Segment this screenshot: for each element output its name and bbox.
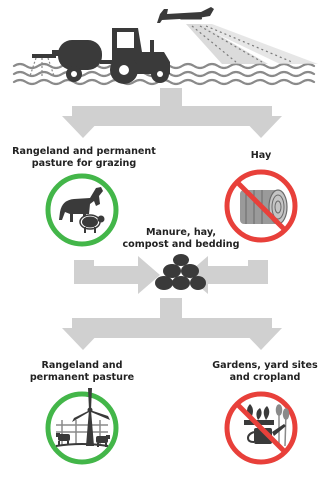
label-hay: Hay [216, 150, 306, 162]
label-manure: Manure, hay, compost and bedding [118, 227, 244, 251]
arrow-to-manure-left [74, 256, 160, 294]
label-rangeland-grazing: Rangeland and permanent pasture for graz… [2, 146, 166, 170]
label-hay-line1: Hay [216, 150, 306, 162]
rangeland-pasture-badge [48, 388, 116, 462]
label-gardens-line1: Gardens, yard sites [200, 360, 330, 372]
split-arrow-top [62, 88, 282, 138]
label-manure-line2: compost and bedding [118, 239, 244, 251]
rangeland-grazing-badge [48, 176, 116, 244]
label-gardens-line2: and cropland [200, 372, 330, 384]
gardens-badge [227, 394, 295, 462]
label-rangeland-pasture: Rangeland and permanent pasture [14, 360, 150, 384]
label-manure-line1: Manure, hay, [118, 227, 244, 239]
label-rangeland-pasture-line2: permanent pasture [14, 372, 150, 384]
crop-duster-plane-icon [157, 7, 214, 23]
label-rangeland-grazing-line2: pasture for grazing [2, 158, 166, 170]
label-gardens: Gardens, yard sites and cropland [200, 360, 330, 384]
manure-pile-icon [155, 254, 206, 290]
spray-icon [186, 24, 318, 64]
split-arrow-bottom [62, 298, 282, 350]
label-rangeland-pasture-line1: Rangeland and [14, 360, 150, 372]
label-rangeland-grazing-line1: Rangeland and permanent [2, 146, 166, 158]
